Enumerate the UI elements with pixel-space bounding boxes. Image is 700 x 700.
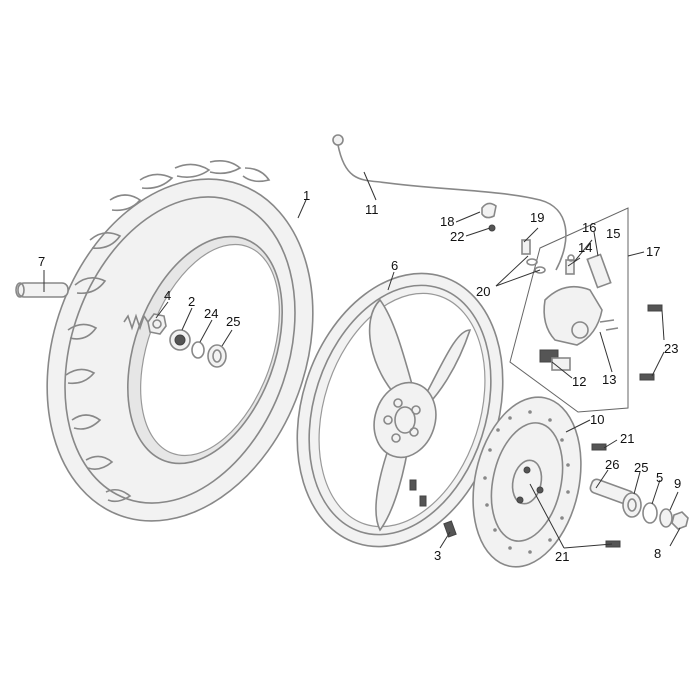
brake-caliper-box (509, 207, 629, 413)
callout-11: 11 (365, 202, 379, 217)
callout-13: 13 (602, 372, 616, 387)
callout-16: 16 (582, 220, 596, 235)
callout-3: 3 (434, 548, 441, 563)
callout-12: 12 (572, 374, 586, 389)
rim-small-parts (409, 479, 427, 507)
nut-part-8 (671, 511, 689, 530)
callout-26: 26 (605, 457, 619, 472)
callout-18: 18 (440, 214, 454, 229)
callout-25-left: 25 (226, 314, 240, 329)
callout-4: 4 (164, 288, 171, 303)
banjo-bolt-19-20 (521, 239, 546, 274)
bearing-part-25 (207, 344, 227, 368)
callout-6: 6 (391, 258, 398, 273)
bearing-part-25-right (622, 492, 642, 518)
wheel-rim (296, 272, 504, 548)
hose-clamp-18-22 (481, 202, 497, 232)
callout-17: 17 (646, 244, 660, 259)
bleed-valve-14-16 (565, 254, 575, 275)
speedometer-drive-part-2 (169, 329, 191, 351)
pins-13 (599, 319, 619, 331)
brake-caliper (543, 285, 603, 346)
leader-lines (43, 171, 681, 549)
callout-14: 14 (578, 240, 592, 255)
callout-25-right: 25 (634, 460, 648, 475)
callout-23: 23 (664, 341, 678, 356)
callout-22: 22 (450, 229, 464, 244)
callout-labels: 1 7 4 2 24 25 6 11 18 22 19 20 16 14 15 … (38, 188, 681, 564)
washer-part-9 (659, 508, 673, 528)
callout-21-upper: 21 (620, 431, 634, 446)
caliper-bolts-23 (639, 304, 663, 381)
callout-1: 1 (303, 188, 310, 203)
seal-part-5 (642, 502, 658, 524)
callout-8: 8 (654, 546, 661, 561)
pad-spring-15 (586, 253, 612, 289)
brake-disc (472, 396, 582, 568)
spring-part (123, 313, 149, 331)
callout-10: 10 (590, 412, 604, 427)
callout-24: 24 (204, 306, 218, 321)
callout-15: 15 (606, 226, 620, 241)
ring-part-24 (191, 341, 205, 359)
rim-bolt-3 (443, 520, 457, 538)
callout-7: 7 (38, 254, 45, 269)
callout-9: 9 (674, 476, 681, 491)
nut-part-4 (147, 313, 167, 335)
callout-21-lower: 21 (555, 549, 569, 564)
callout-19: 19 (530, 210, 544, 225)
disc-bolt-21-upper (591, 443, 607, 451)
callout-20: 20 (476, 284, 490, 299)
front-axle (15, 282, 69, 298)
callout-2: 2 (188, 294, 195, 309)
brake-hose (332, 134, 567, 271)
callout-5: 5 (656, 470, 663, 485)
brake-pads-12 (539, 349, 571, 371)
